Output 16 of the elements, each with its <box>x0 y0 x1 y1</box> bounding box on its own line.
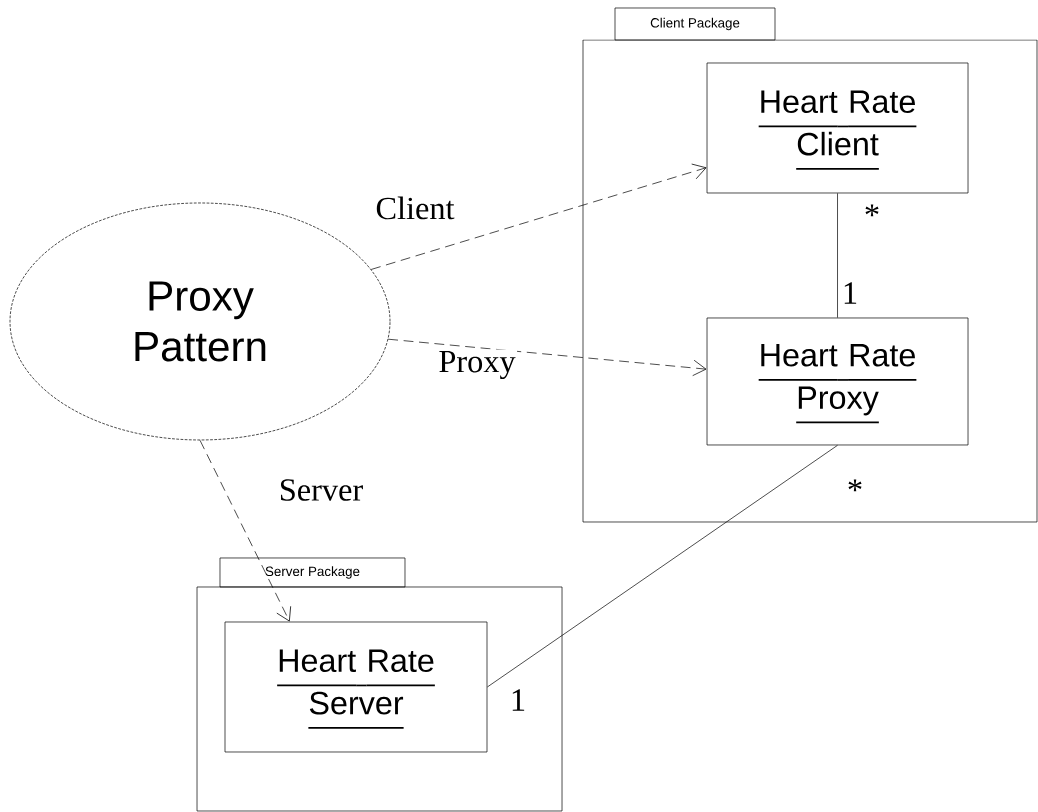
association-line <box>487 444 838 688</box>
edge-label: Proxy <box>437 349 518 381</box>
dashed-arrow <box>199 439 292 622</box>
edge-label: Server <box>277 477 365 503</box>
multiplicity: * <box>848 479 862 492</box>
multiplicity: 1 <box>844 282 857 304</box>
dashed-arrow <box>370 163 707 270</box>
class-box: Heart Rate Client <box>706 62 969 194</box>
node-label: Server Package <box>265 566 360 579</box>
dashed-arrow <box>387 338 707 376</box>
multiplicity: 1 <box>512 689 525 711</box>
node-label: Client Package <box>650 17 740 31</box>
class-box: Heart Rate Proxy <box>706 317 969 446</box>
multiplicity: * <box>865 204 879 217</box>
association-line <box>837 193 838 318</box>
class-box: Heart Rate Server <box>224 621 488 753</box>
